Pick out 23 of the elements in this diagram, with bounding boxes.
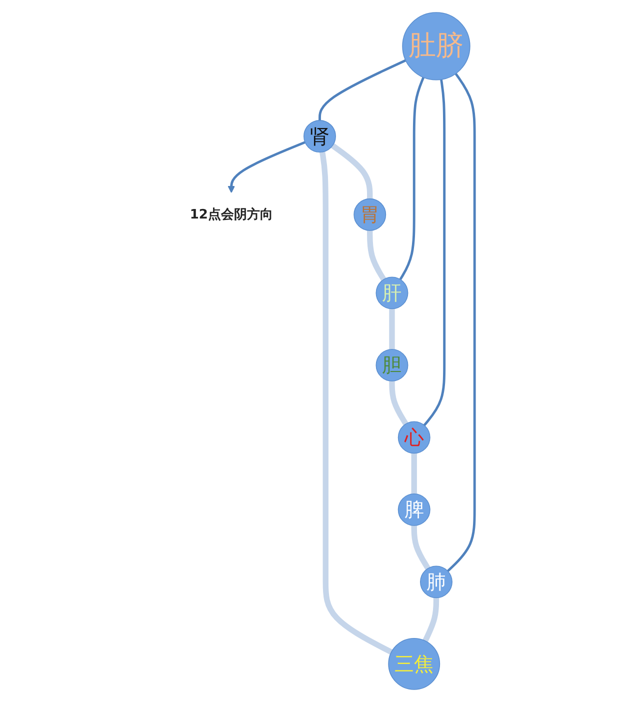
connector [411,452,417,494]
connector [422,597,440,642]
node-circle: 胆 [376,348,408,381]
connector [389,380,408,425]
connector [399,76,425,280]
connector [389,308,395,349]
node-text: 12点会阴方向 [190,206,273,222]
connector [411,525,430,570]
connector [330,142,373,198]
node-circle: 胃 [354,198,386,230]
connector [318,58,406,120]
node-circle: 肚脐 [402,12,470,80]
connector [366,230,386,280]
connector [446,72,476,572]
node-circle: 三焦 [388,637,440,690]
node-circle: 心 [398,420,430,454]
arrow [228,140,306,193]
node-circle: 肺 [420,565,452,598]
node-circle: 肾 [303,120,336,152]
node-circle: 脾 [398,492,430,526]
connector [319,150,393,654]
node-circle: 肝 [376,276,408,309]
connector [423,78,446,426]
